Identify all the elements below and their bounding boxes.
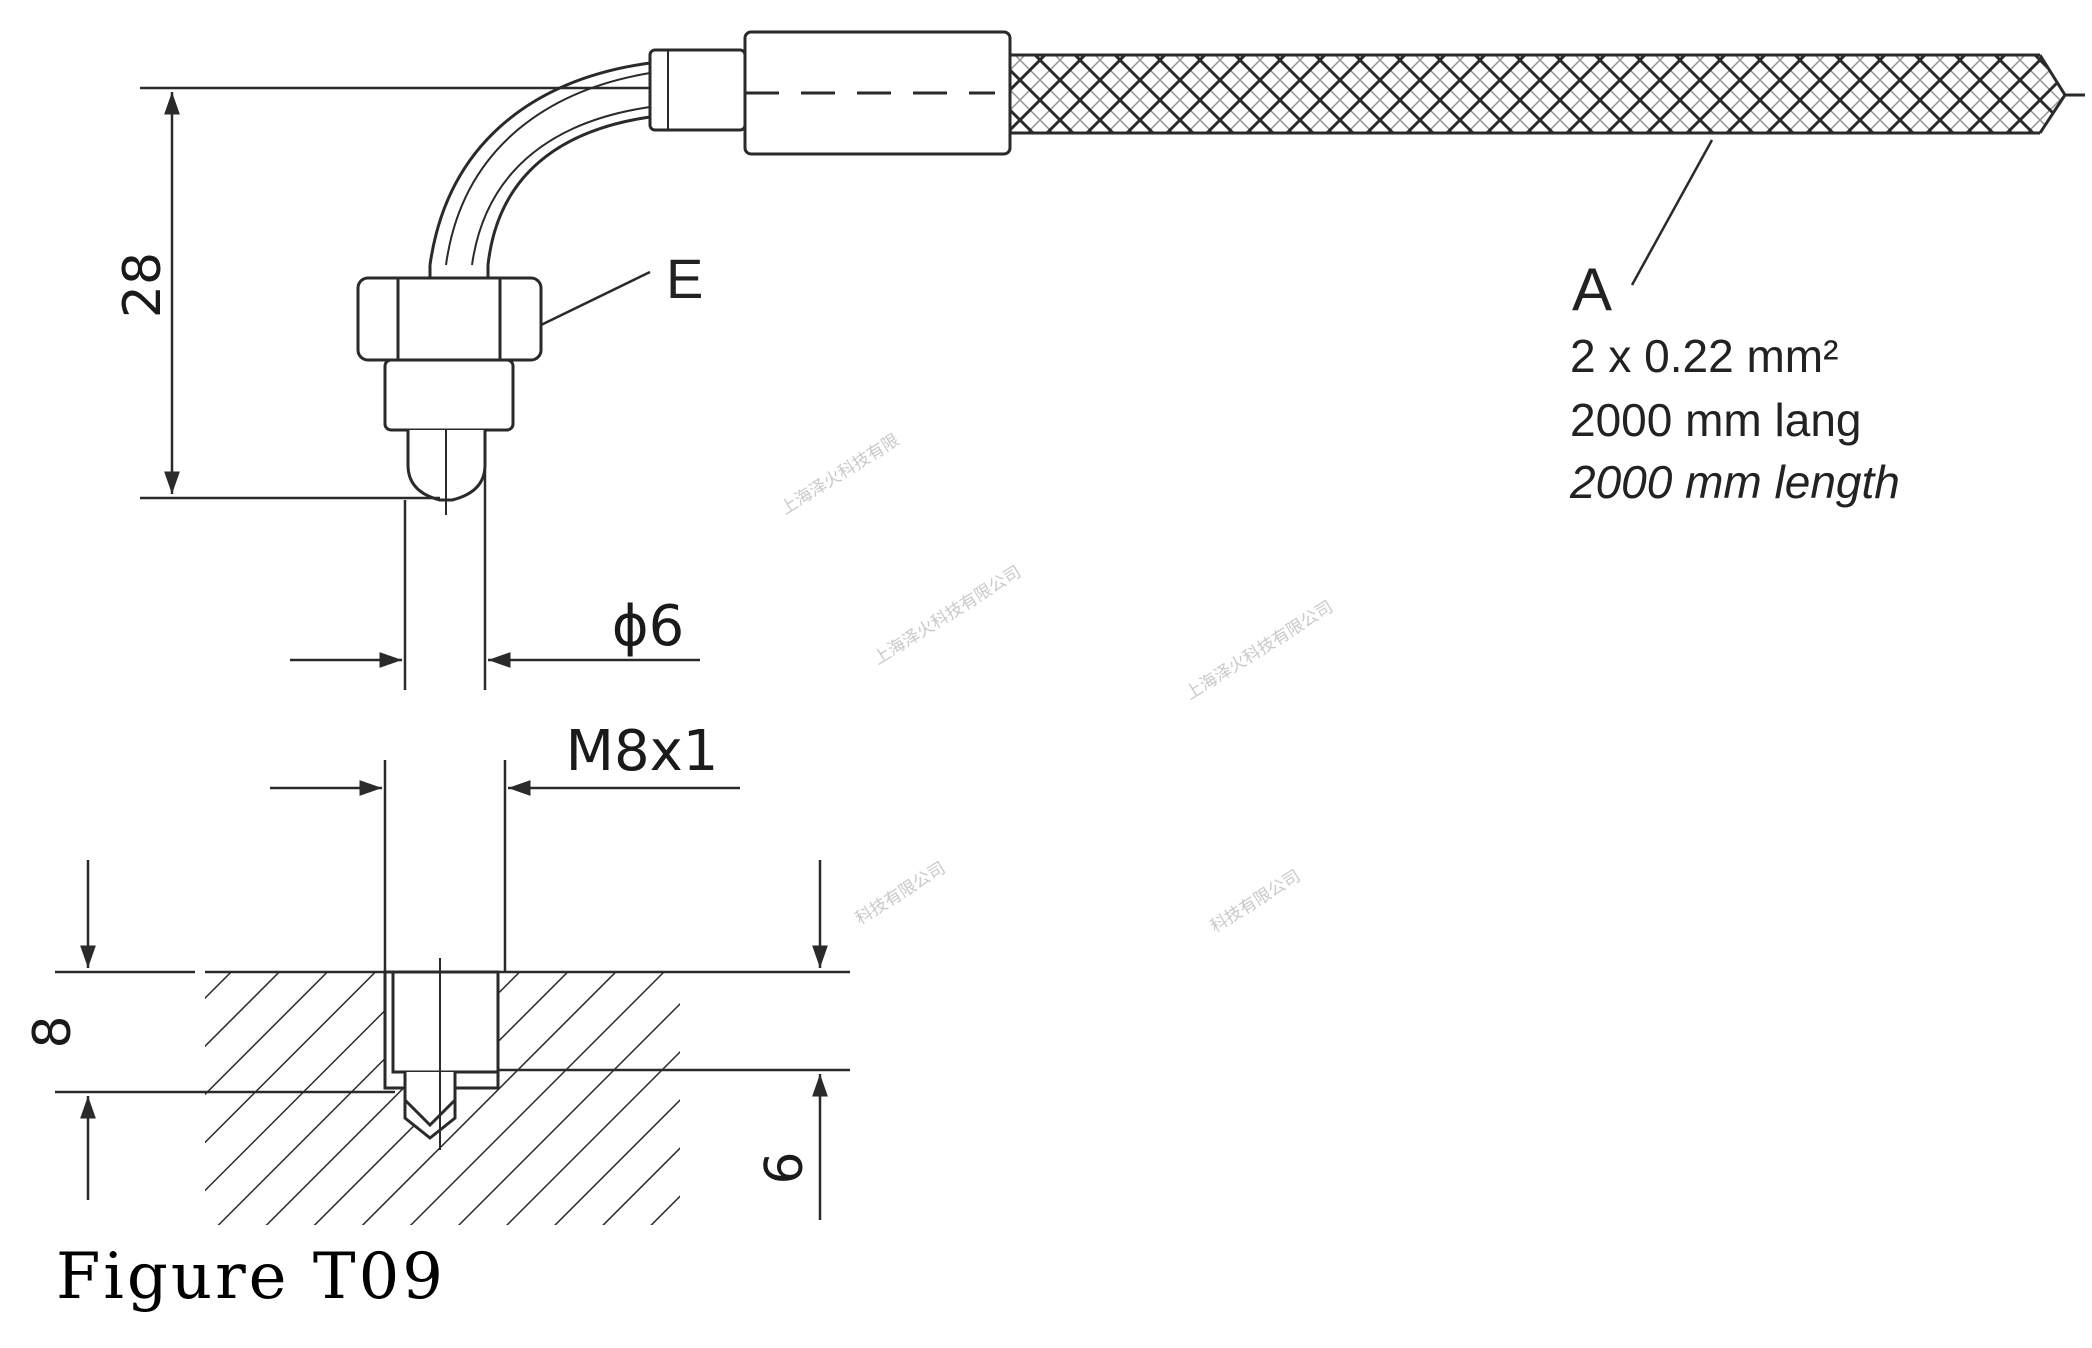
braided-cable bbox=[1010, 53, 2085, 135]
watermark-text: 科技有限公司 bbox=[852, 858, 949, 929]
dimension-28-label: 28 bbox=[113, 252, 173, 318]
callout-e-leader bbox=[540, 270, 651, 327]
watermarks: 上海泽火科技有限 上海泽火科技有限公司 上海泽火科技有限公司 科技有限公司 科技… bbox=[777, 430, 1337, 937]
callout-a-leader bbox=[1630, 139, 1714, 286]
probe-tip bbox=[406, 430, 487, 515]
dimension-thread-label: M8x1 bbox=[566, 719, 719, 784]
watermark-text: 上海泽火科技有限 bbox=[777, 430, 903, 519]
cable-sleeve bbox=[648, 30, 1012, 156]
dimension-depth-6-label: 6 bbox=[755, 1151, 815, 1184]
callout-e-label: E bbox=[666, 247, 703, 310]
watermark-text: 上海泽火科技有限公司 bbox=[1182, 597, 1337, 704]
cable-spec-text: 2 x 0.22 mm² bbox=[1570, 330, 1838, 382]
bent-tube bbox=[428, 61, 651, 266]
sensor-side-view bbox=[356, 30, 2085, 690]
dimension-28 bbox=[140, 86, 650, 500]
dimension-depth-8-label: 8 bbox=[23, 1015, 83, 1048]
hex-nut bbox=[356, 265, 543, 432]
callout-a-label: A bbox=[1572, 256, 1612, 323]
watermark-text: 上海泽火科技有限公司 bbox=[870, 562, 1025, 669]
dimension-thread bbox=[270, 760, 740, 972]
length-en-text: 2000 mm length bbox=[1569, 456, 1900, 508]
length-de-text: 2000 mm lang bbox=[1570, 394, 1862, 446]
figure-caption: Figure T09 bbox=[56, 1240, 446, 1314]
watermark-text: 科技有限公司 bbox=[1207, 866, 1304, 937]
depth-reference-lines bbox=[55, 970, 850, 1094]
dimension-diameter-6-label: ϕ6 bbox=[612, 594, 685, 659]
mounting-section bbox=[205, 958, 680, 1225]
